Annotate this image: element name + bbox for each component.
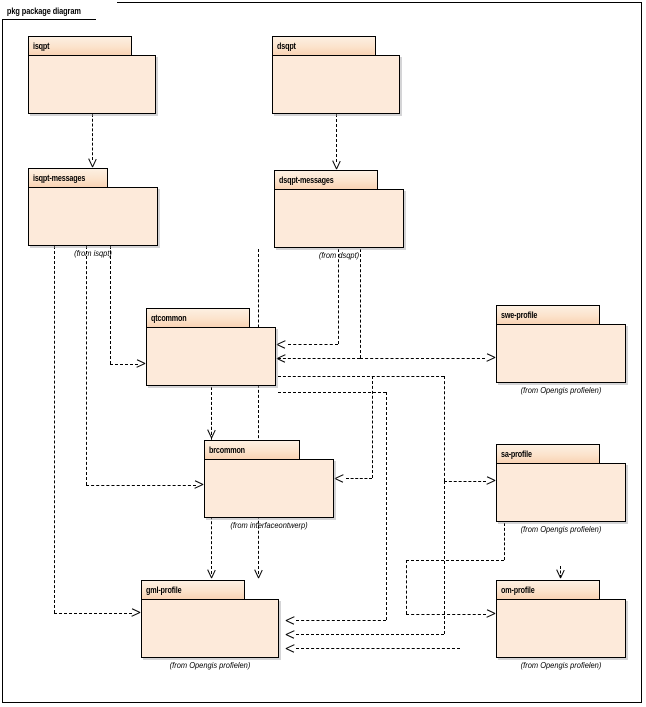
package-om-profile-body	[496, 599, 626, 658]
dependency-qtcommon-h-620	[296, 620, 386, 621]
package-om-profile-name: om-profile	[501, 585, 535, 595]
dependency-dsqpt-messages-to-qtcommon-v	[338, 249, 339, 344]
package-gml-profile-stereotype: (from Opengis profielen)	[169, 660, 251, 670]
dependency-dsqpt-messages-to-swe-profile-v	[360, 249, 361, 358]
package-swe-profile-name: swe-profile	[501, 310, 538, 320]
dependency-long-h-634	[296, 634, 444, 635]
package-qtcommon-tab: qtcommon	[146, 308, 250, 328]
package-brcommon-stereotype: (from interfaceontwerp)	[230, 520, 308, 530]
package-isqpt-body	[28, 55, 156, 114]
package-dsqpt-tab: dsqpt	[272, 36, 376, 56]
package-om-profile-stereotype: (from Opengis profielen)	[520, 660, 602, 670]
package-isqpt-tab: isqpt	[28, 36, 132, 56]
dependency-isqpt-messages-to-brcommon-h	[86, 485, 196, 486]
package-isqpt-messages-tab: isqpt-messages	[28, 168, 108, 188]
package-dsqpt-messages-tab: dsqpt-messages	[274, 170, 378, 190]
package-swe-profile-tab: swe-profile	[496, 305, 600, 325]
package-brcommon-body	[204, 459, 334, 518]
dependency-om-to-gml-h	[296, 648, 460, 649]
dependency-isqpt-messages-to-gml-profile-h	[54, 613, 132, 614]
package-gml-profile-tab: gml-profile	[141, 580, 245, 600]
dependency-om-profile-top-v	[560, 566, 561, 578]
dependency-to-sa-profile-v	[444, 376, 445, 481]
package-om-profile-tab: om-profile	[496, 580, 600, 600]
package-qtcommon-body	[146, 327, 276, 386]
package-isqpt-name: isqpt	[33, 41, 50, 51]
package-sa-profile-body	[496, 463, 626, 522]
dependency-dsqpt-messages-to-brcommon-h	[346, 478, 372, 479]
package-sa-profile-stereotype: (from Opengis profielen)	[520, 524, 602, 534]
dependency-qtcommon-to-brcommon-v	[211, 387, 212, 435]
dependency-isqpt-messages-to-qtcommon-h	[110, 364, 138, 365]
package-swe-profile-body	[496, 324, 626, 383]
dependency-dsqpt-messages-to-swe-profile-h-right	[360, 358, 485, 359]
package-qtcommon-name: qtcommon	[151, 313, 187, 323]
package-dsqpt-body	[272, 55, 400, 114]
dependency-sa-to-om-v2	[406, 560, 407, 614]
dependency-sa-to-om-h2	[406, 614, 486, 615]
dependency-dsqpt-to-dsqpt-messages	[336, 114, 337, 162]
package-brcommon-tab: brcommon	[204, 440, 300, 460]
dependency-isqpt-messages-to-brcommon-v	[86, 246, 87, 485]
package-sa-profile-tab: sa-profile	[496, 444, 600, 464]
package-dsqpt-messages-name: dsqpt-messages	[279, 175, 334, 185]
dependency-sa-to-om-h1	[406, 560, 504, 561]
dependency-isqpt-to-isqpt-messages	[92, 114, 93, 160]
dependency-to-sa-profile-h1	[278, 376, 444, 377]
diagram-frame-tab: pkg package diagram	[2, 2, 98, 20]
package-swe-profile-stereotype: (from Opengis profielen)	[520, 385, 602, 395]
diagram-frame-label: pkg package diagram	[6, 5, 81, 16]
diagram-frame-fold-mask	[97, 2, 117, 4]
package-isqpt-messages-body	[28, 187, 158, 246]
dependency-dsqpt-messages-to-brcommon-v	[372, 376, 373, 478]
dependency-dsqpt-to-gml-v	[258, 249, 259, 574]
package-sa-profile-name: sa-profile	[501, 449, 532, 459]
package-isqpt-messages-stereotype: (from isqpt)	[74, 248, 112, 258]
dependency-isqpt-messages-to-qtcommon-v	[110, 246, 111, 364]
package-gml-profile-name: gml-profile	[146, 585, 182, 595]
dependency-long-v-444	[444, 481, 445, 634]
diagram-frame-fold-icon	[96, 2, 114, 20]
package-brcommon-name: brcommon	[209, 445, 245, 455]
package-dsqpt-messages-body	[274, 189, 404, 248]
dependency-sa-to-om-v1	[504, 523, 505, 560]
package-dsqpt-name: dsqpt	[277, 41, 296, 51]
dependency-qtcommon-h-392	[278, 392, 386, 393]
package-dsqpt-messages-stereotype: (from dsqpt)	[318, 250, 360, 260]
dependency-dsqpt-messages-to-qtcommon-h	[288, 344, 338, 345]
dependency-to-sa-profile-h2	[444, 481, 486, 482]
package-gml-profile-body	[141, 599, 279, 658]
dependency-qtcommon-v-386	[386, 392, 387, 620]
dependency-isqpt-messages-to-gml-profile-v	[54, 246, 55, 613]
package-isqpt-messages-name: isqpt-messages	[33, 173, 86, 183]
dependency-dsqpt-messages-to-swe-profile-h-left	[278, 358, 360, 359]
